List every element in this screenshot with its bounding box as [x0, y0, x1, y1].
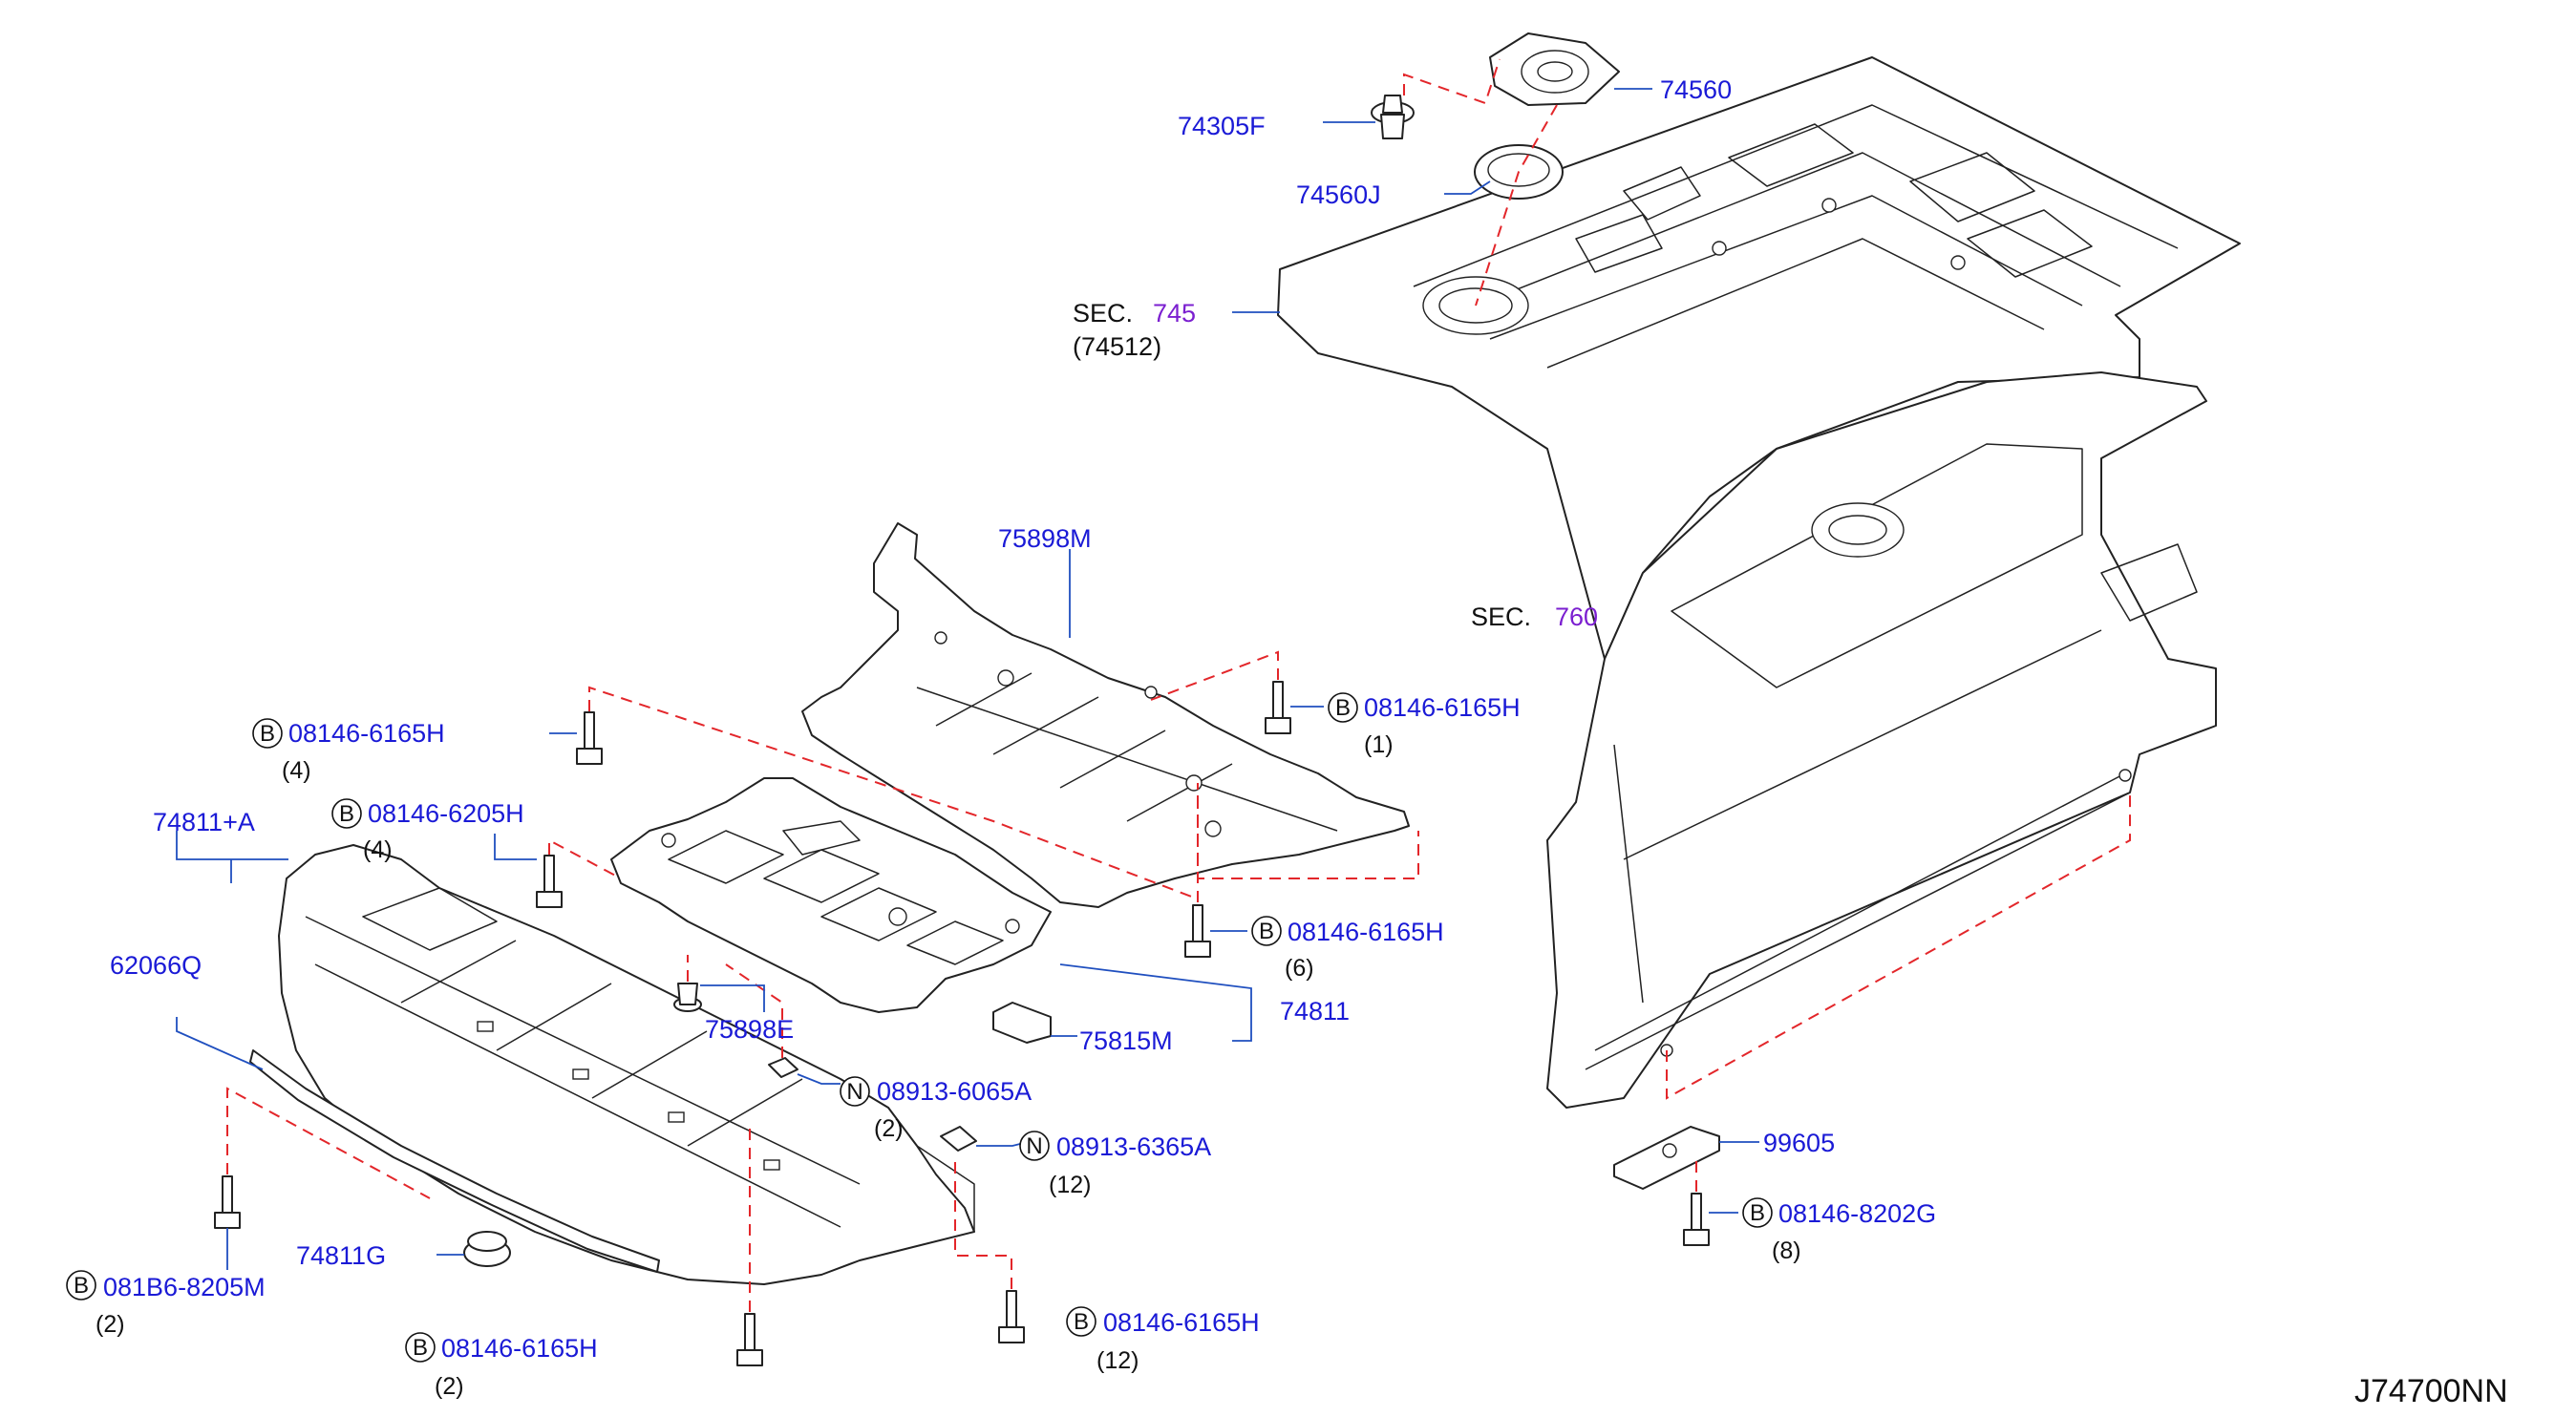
- label-08913-6365A: 08913-6365A: [1056, 1132, 1211, 1161]
- bolts: [214, 681, 1710, 1366]
- label-08146-6165H-c: 08146-6165H: [1288, 918, 1444, 946]
- badge-b-icon: [1066, 1306, 1096, 1337]
- badge-letter: B: [413, 1335, 428, 1361]
- clip-74305F: [1371, 95, 1415, 139]
- badge-letter: B: [1750, 1200, 1765, 1226]
- section-label-745: SEC.: [1073, 299, 1133, 328]
- qty-08146-6165H-d: (2): [435, 1373, 464, 1400]
- engine-under-cover-drawing: [610, 777, 1052, 1013]
- bolt-08146-6165H-b: [1265, 681, 1291, 734]
- qty-08146-6205H: (4): [363, 836, 393, 863]
- section-sub-74512: (74512): [1073, 332, 1161, 361]
- badge-letter: N: [846, 1079, 862, 1105]
- label-75898E: 75898E: [705, 1015, 794, 1044]
- diagram-code: J74700NN: [2354, 1373, 2508, 1409]
- seal-strip-62066Q: [249, 1049, 660, 1273]
- label-74811: 74811: [1280, 997, 1350, 1026]
- bolt-08146-6165H-e: [998, 1290, 1025, 1343]
- strut-mount-parts: [1371, 32, 1620, 200]
- qty-08146-6165H-e: (12): [1096, 1347, 1139, 1374]
- bolt-08146-6165H-a: [576, 711, 603, 765]
- small-parts: [463, 983, 1720, 1267]
- badge-b-icon: [252, 718, 283, 749]
- badge-n-icon: [840, 1076, 870, 1107]
- callouts: 74560 74305F 74560J SEC. 745 (74512) SEC…: [66, 75, 2508, 1409]
- qty-08146-6165H-a: (4): [282, 757, 311, 784]
- bolt-08146-6205H: [536, 855, 563, 908]
- label-74305F: 74305F: [1178, 112, 1266, 140]
- label-08146-8202G: 08146-8202G: [1778, 1199, 1936, 1228]
- bolt-08146-8202G: [1683, 1193, 1710, 1246]
- nut-08913-6365A: [940, 1126, 977, 1152]
- clip-75898E: [673, 983, 702, 1012]
- badge-letter: B: [339, 801, 354, 827]
- bolt-08146-6165H-d: [736, 1313, 763, 1366]
- badge-b-icon: [66, 1270, 96, 1301]
- installation-dashed-lines: [226, 58, 2131, 1312]
- badge-b-icon: [1742, 1197, 1773, 1228]
- badge-letter: B: [1074, 1309, 1089, 1335]
- grommet-74811G: [463, 1231, 511, 1267]
- label-08146-6165H-d: 08146-6165H: [441, 1334, 598, 1363]
- badge-letter: N: [1026, 1133, 1042, 1159]
- section-number-745: 745: [1153, 299, 1196, 328]
- label-74560: 74560: [1660, 75, 1732, 104]
- qty-08146-8202G: (8): [1772, 1237, 1801, 1264]
- badge-b-icon: [331, 798, 362, 829]
- badge-letter: B: [74, 1273, 89, 1299]
- label-62066Q: 62066Q: [110, 951, 202, 980]
- section-number-760: 760: [1555, 603, 1598, 631]
- bolt-08146-6165H-c: [1184, 904, 1211, 958]
- mount-insulator-74560: [1489, 32, 1620, 106]
- qty-08146-6165H-c: (6): [1285, 955, 1314, 982]
- label-74811A: 74811+A: [153, 808, 255, 836]
- rear-under-cover-drawing: [801, 522, 1410, 908]
- section-label-760: SEC.: [1471, 603, 1531, 631]
- label-75815M: 75815M: [1079, 1026, 1173, 1055]
- badge-b-icon: [1251, 916, 1282, 946]
- label-08146-6205H: 08146-6205H: [368, 799, 524, 828]
- label-08913-6065A: 08913-6065A: [877, 1077, 1032, 1106]
- label-08146-6165H-b: 08146-6165H: [1364, 693, 1521, 722]
- label-08146-6165H-e: 08146-6165H: [1103, 1308, 1260, 1337]
- qty-08146-6165H-b: (1): [1364, 731, 1394, 758]
- label-081B6-8205M: 081B6-8205M: [103, 1273, 266, 1301]
- badge-b-icon: [405, 1332, 436, 1363]
- qty-081B6-8205M: (2): [96, 1311, 125, 1338]
- label-99605: 99605: [1763, 1129, 1835, 1157]
- label-74811G: 74811G: [296, 1241, 386, 1270]
- badge-b-icon: [1328, 692, 1358, 723]
- label-08146-6165H-a: 08146-6165H: [288, 719, 445, 748]
- qty-08913-6365A: (12): [1049, 1172, 1091, 1198]
- leader-lines: [176, 88, 1759, 1270]
- badge-letter: B: [1259, 919, 1274, 944]
- badge-letter: B: [260, 721, 275, 747]
- nut-08913-6065A: [768, 1057, 798, 1078]
- bolt-081B6-8205M: [214, 1175, 241, 1229]
- qty-08913-6065A: (2): [874, 1115, 904, 1142]
- label-75898M: 75898M: [998, 524, 1092, 553]
- bracket-99605: [1613, 1126, 1720, 1190]
- badge-letter: B: [1335, 695, 1351, 721]
- side-body-drawing: [1546, 371, 2217, 1109]
- badge-n-icon: [1019, 1131, 1050, 1161]
- bracket-75815M: [992, 1002, 1052, 1044]
- label-74560J: 74560J: [1296, 180, 1381, 209]
